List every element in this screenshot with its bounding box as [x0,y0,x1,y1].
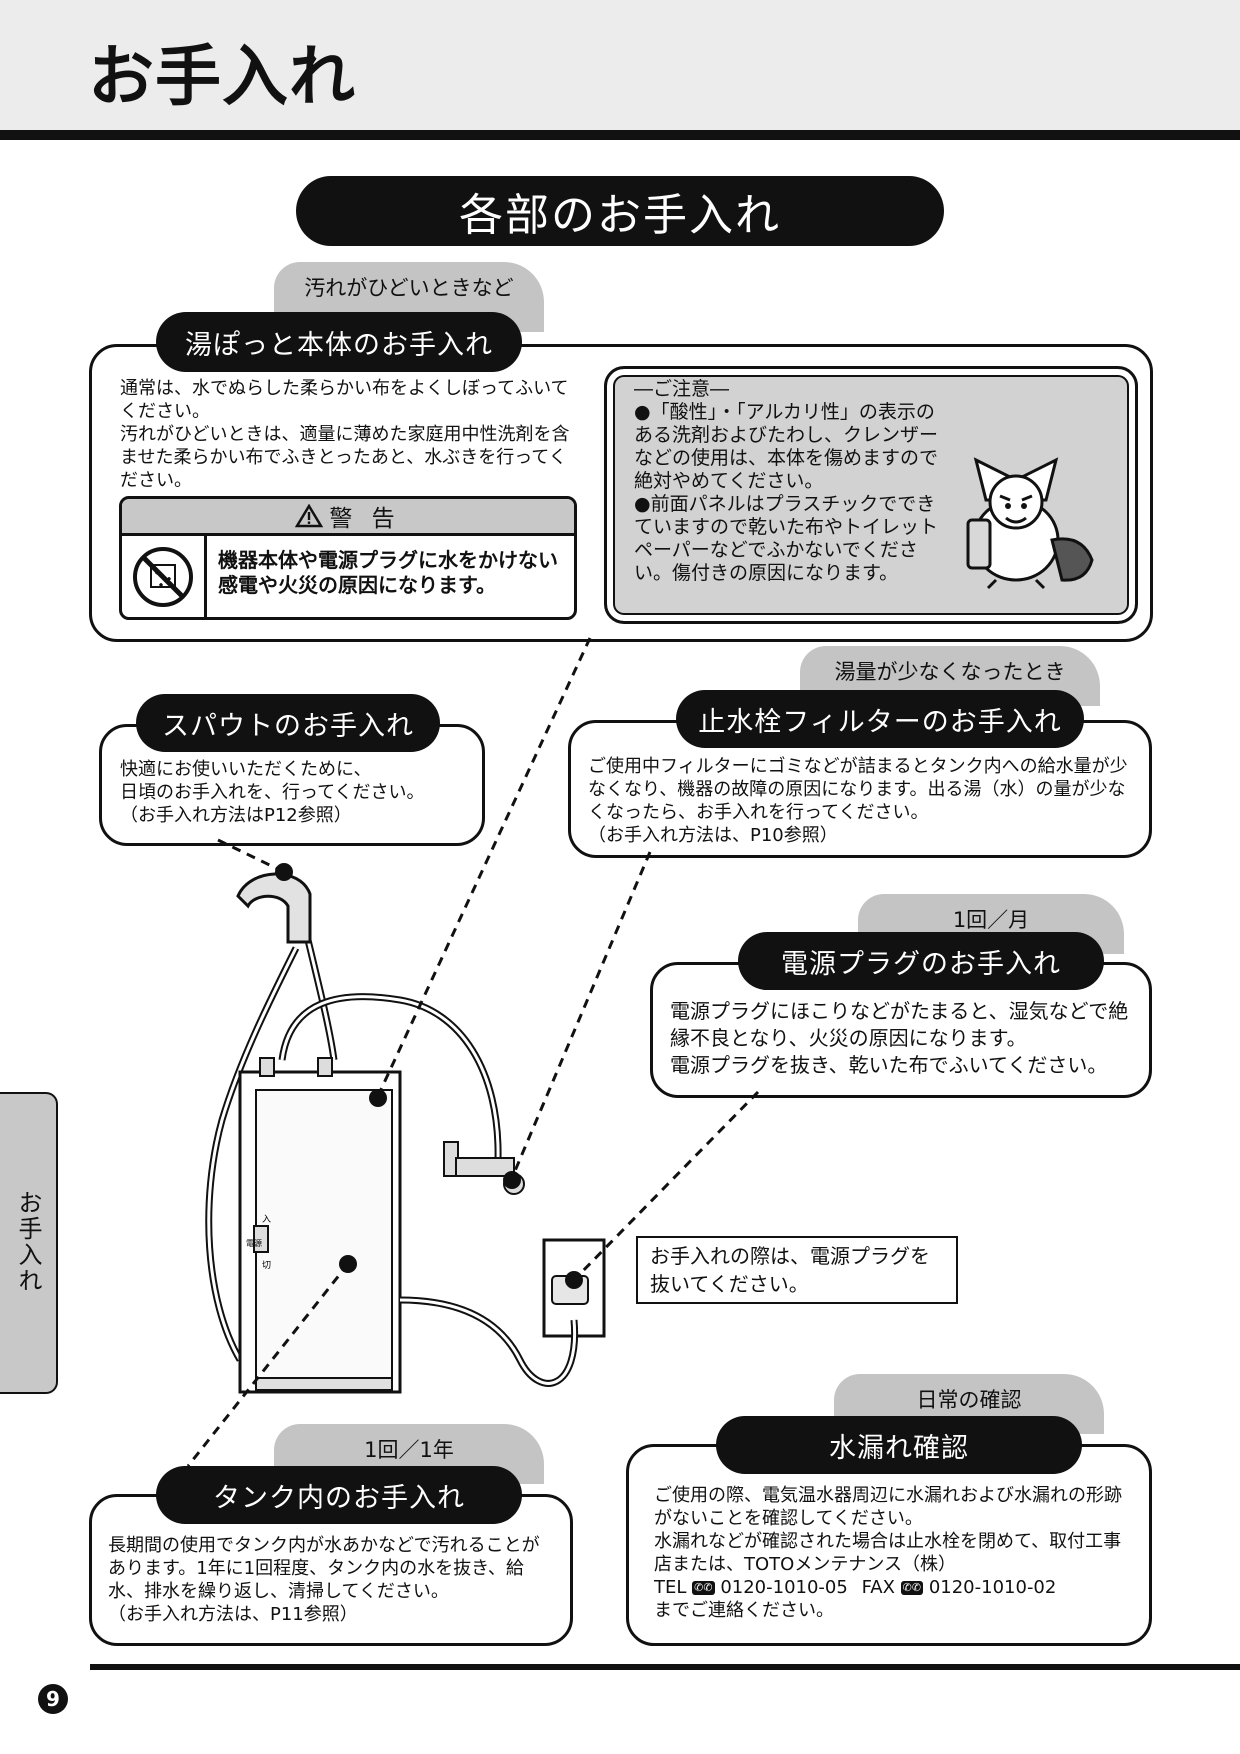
notice-item-1: ●「酸性」・「アルカリ性」の表示のある洗剤およびたわし、クレンザーなどの使用は、… [634,401,939,492]
notice-heading: ―ご注意― [634,378,730,400]
leak-text-3: までご連絡ください。 [654,1600,834,1621]
leak-title: 水漏れ確認 [716,1416,1082,1474]
filter-desc: ご使用中フィルターにゴミなどが詰まるとタンク内への給水量が少なくなり、機器の故障… [588,756,1128,823]
notice-text: ―ご注意― ●「酸性」・「アルカリ性」の表示のある洗剤およびたわし、クレンザーな… [634,378,948,585]
body-care-title: 湯ぽっと本体のお手入れ [156,312,522,372]
spout-line-3: （お手入れ方法はP12参照） [120,805,352,826]
plug-text: 電源プラグにほこりなどがたまると、湿気などで絶縁不良となり、火災の原因になります… [670,998,1132,1079]
tank-title: タンク内のお手入れ [156,1466,522,1524]
warning-box: 警 告 機器本体や電源プラグに水をかけない 感電や火災の原因になります。 [119,496,577,620]
tel-label: TEL [654,1577,687,1598]
switch-on-label: 入 [262,1214,271,1225]
fax-number: 0120-1010-02 [928,1577,1057,1598]
body-care-text-2: 汚れがひどいときは、適量に薄めた家庭用中性洗剤を含ませた柔らかい布でふきとったあ… [120,424,570,491]
plug-line-2: 電源プラグを抜き、乾いた布でふいてください。 [670,1053,1108,1077]
mascot-illustration [966,457,1094,590]
page-number: 9 [38,1684,68,1714]
tank-desc: 長期間の使用でタンク内が水あかなどで汚れることがあります。1年に1回程度、タンク… [108,1535,540,1602]
notice-item-2: ●前面パネルはプラスチックでできていますので乾いた布やトイレットペーパーなどでふ… [634,493,939,584]
switch-side-label: 電源 [246,1239,262,1248]
warning-line-1: 機器本体や電源プラグに水をかけない [218,548,558,572]
spout-line-1: 快適にお使いいただくために、 [120,759,372,780]
notice-box [604,366,1138,624]
spout-text: 快適にお使いいただくために、 日頃のお手入れを、行ってください。 （お手入れ方法… [120,758,470,827]
warning-label: 警 告 [329,506,401,532]
page-title: お手入れ [88,38,356,115]
no-water-icon-cell [122,536,207,617]
unplug-line-2: 抜いてください。 [650,1272,809,1296]
leak-text-2: 水漏れなどが確認された場合は止水栓を閉めて、取付工事店または、TOTOメンテナン… [654,1531,1122,1575]
leak-text-1: ご使用の際、電気温水器周辺に水漏れおよび水漏れの形跡がないことを確認してください… [654,1485,1122,1529]
spout-title: スパウトのお手入れ [136,694,440,752]
filter-text: ご使用中フィルターにゴミなどが詰まるとタンク内への給水量が少なくなり、機器の故障… [588,755,1132,847]
tel-number: 0120-1010-05 [720,1577,848,1598]
warning-line-2: 感電や火災の原因になります。 [218,573,496,597]
side-tab-label: お手入れ [14,1190,42,1294]
footer-rule [90,1664,1240,1670]
plug-line-1: 電源プラグにほこりなどがたまると、湿気などで絶縁不良となり、火災の原因になります… [670,999,1129,1050]
leak-box [626,1444,1152,1646]
header-band [0,0,1240,130]
warning-text: 機器本体や電源プラグに水をかけない 感電や火災の原因になります。 [218,548,568,598]
section-title: 各部のお手入れ [296,176,944,246]
fax-icon: ✆✆ [900,1581,924,1595]
body-care-text-1: 通常は、水でぬらした柔らかい布をよくしぼってふいてください。 [120,378,569,422]
fax-label: FAX [861,1577,895,1598]
tel-icon: ✆✆ [692,1581,715,1595]
warning-header: 警 告 [122,499,574,536]
leak-contact: TEL ✆✆ 0120-1010-05 FAX ✆✆ 0120-1010-02 [654,1576,1132,1599]
unplug-line-1: お手入れの際は、電源プラグを [650,1244,930,1268]
no-water-icon [133,546,193,607]
header-rule [0,130,1240,140]
warning-triangle-icon [295,504,324,528]
filter-title: 止水栓フィルターのお手入れ [676,690,1084,748]
filter-ref: （お手入れ方法は、P10参照） [588,825,838,846]
switch-off-label: 切 [262,1260,271,1271]
spout-line-2: 日頃のお手入れを、行ってください。 [120,782,425,803]
side-tab [0,1092,58,1394]
unplug-callout: お手入れの際は、電源プラグを 抜いてください。 [636,1236,958,1304]
tank-ref: （お手入れ方法は、P11参照） [108,1604,358,1625]
plug-title: 電源プラグのお手入れ [738,932,1104,990]
leak-text: ご使用の際、電気温水器周辺に水漏れおよび水漏れの形跡がないことを確認してください… [654,1484,1132,1622]
tank-text: 長期間の使用でタンク内が水あかなどで汚れることがあります。1年に1回程度、タンク… [108,1534,556,1626]
body-care-text: 通常は、水でぬらした柔らかい布をよくしぼってふいてください。 汚れがひどいときは… [120,377,574,492]
